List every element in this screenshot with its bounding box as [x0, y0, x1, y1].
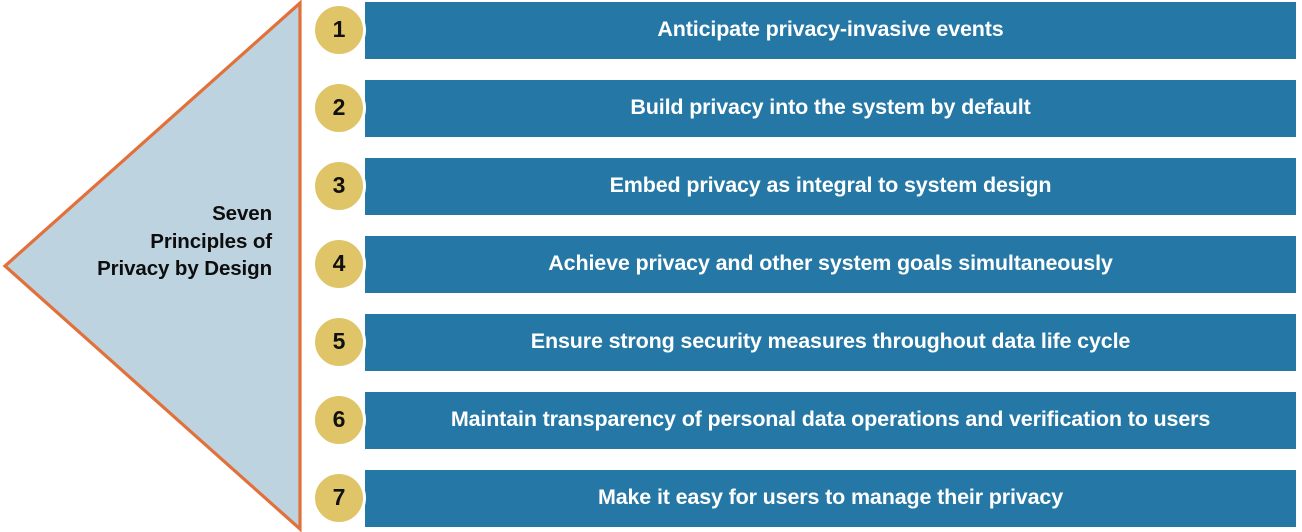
principle-label-3: Embed privacy as integral to system desi… [609, 172, 1052, 197]
principle-label-5: Ensure strong security measures througho… [530, 328, 1131, 353]
principle-label-7: Make it easy for users to manage their p… [597, 484, 1064, 509]
principle-badge-4[interactable]: 4 [312, 237, 366, 291]
principle-number-6: 6 [332, 405, 346, 432]
principle-badge-1[interactable]: 1 [312, 3, 366, 57]
principle-bar-3[interactable]: Embed privacy as integral to system desi… [365, 158, 1296, 215]
principle-number-7: 7 [332, 483, 346, 510]
principle-label-2: Build privacy into the system by default [630, 94, 1031, 119]
principle-bar-2[interactable]: Build privacy into the system by default [365, 80, 1296, 137]
principle-label-6: Maintain transparency of personal data o… [450, 406, 1211, 431]
left-pointing-triangle-icon [2, 0, 302, 532]
principle-bar-1[interactable]: Anticipate privacy-invasive events [365, 2, 1296, 59]
principle-label-1: Anticipate privacy-invasive events [657, 16, 1004, 41]
principle-badge-3[interactable]: 3 [312, 159, 366, 213]
principle-badge-2[interactable]: 2 [312, 81, 366, 135]
principle-label-4: Achieve privacy and other system goals s… [548, 250, 1113, 275]
principle-number-5: 5 [332, 327, 346, 354]
principle-bar-5[interactable]: Ensure strong security measures througho… [365, 314, 1296, 371]
principle-badge-6[interactable]: 6 [312, 393, 366, 447]
principle-row-3[interactable]: Embed privacy as integral to system desi… [312, 158, 1302, 215]
principle-row-2[interactable]: Build privacy into the system by default… [312, 80, 1302, 137]
principle-number-1: 1 [332, 15, 346, 42]
principle-badge-7[interactable]: 7 [312, 471, 366, 525]
principle-bar-6[interactable]: Maintain transparency of personal data o… [365, 392, 1296, 449]
principle-row-6[interactable]: Maintain transparency of personal data o… [312, 392, 1302, 449]
principle-row-1[interactable]: Anticipate privacy-invasive events 1 [312, 2, 1302, 59]
principle-number-2: 2 [332, 93, 346, 120]
principle-bar-7[interactable]: Make it easy for users to manage their p… [365, 470, 1296, 527]
principle-row-7[interactable]: Make it easy for users to manage their p… [312, 470, 1302, 527]
principle-row-5[interactable]: Ensure strong security measures througho… [312, 314, 1302, 371]
arrow-shape-block: Seven Principles of Privacy by Design [0, 0, 305, 532]
principle-badge-5[interactable]: 5 [312, 315, 366, 369]
diagram-title: Seven Principles of Privacy by Design [97, 202, 272, 280]
principle-number-4: 4 [332, 249, 346, 276]
principle-row-4[interactable]: Achieve privacy and other system goals s… [312, 236, 1302, 293]
principle-bar-4[interactable]: Achieve privacy and other system goals s… [365, 236, 1296, 293]
principle-number-3: 3 [332, 171, 346, 198]
